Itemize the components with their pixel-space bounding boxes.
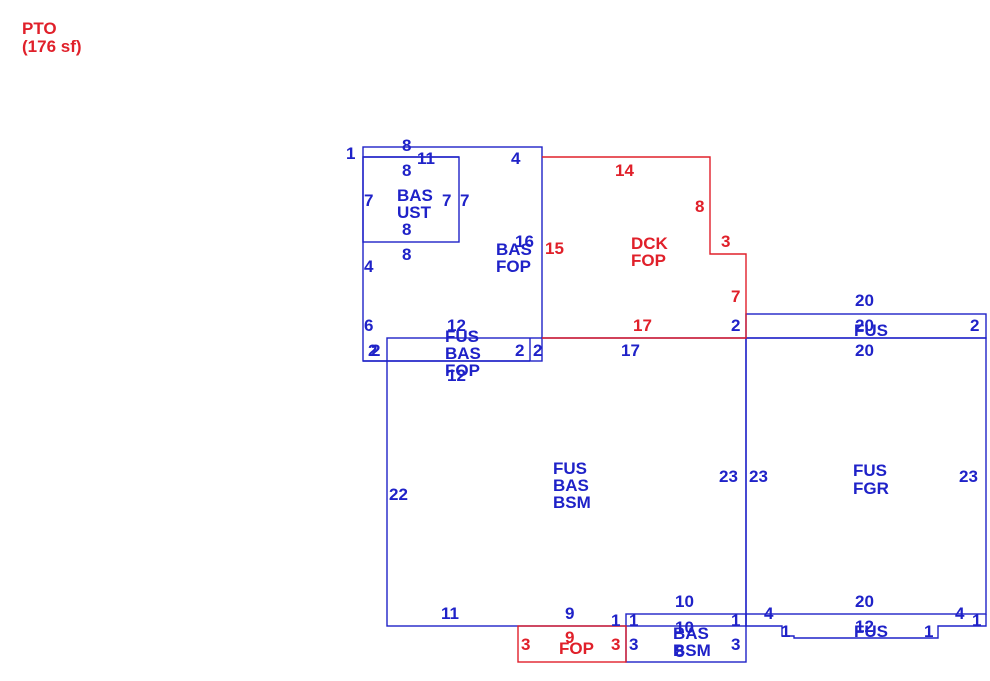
area-code: FUS: [854, 321, 888, 340]
area-code: BSM: [553, 493, 591, 512]
dim-label: 17: [633, 316, 652, 335]
area-code: FOP: [631, 251, 666, 270]
dim-label: 12: [447, 366, 466, 385]
dim-label: 2: [371, 341, 380, 360]
dim-label: 22: [389, 485, 408, 504]
dim-label: 20: [855, 592, 874, 611]
dim-label: 1: [346, 144, 355, 163]
red-outlines: [517, 156, 747, 663]
blue-dimensions: 1 8 8 11 7 7 7 8 8 4 4 16 6 12 2 2 2 2 1…: [346, 136, 981, 661]
dim-label: 23: [959, 467, 978, 486]
area-code: BAS: [553, 476, 589, 495]
dim-label: 1: [781, 622, 790, 641]
dim-label: 3: [611, 635, 620, 654]
garage-bottom-outline: [745, 614, 987, 639]
dim-label: 12: [447, 316, 466, 335]
dim-label: 23: [719, 467, 738, 486]
dim-label: 20: [855, 341, 874, 360]
dim-label: 7: [731, 287, 740, 306]
dim-label: 4: [364, 257, 374, 276]
area-code: BAS: [445, 344, 481, 363]
dim-label: 4: [511, 149, 521, 168]
dim-label: 7: [442, 191, 451, 210]
area-code: FOP: [496, 257, 531, 276]
dim-label: 2: [533, 341, 542, 360]
dim-label: 7: [364, 191, 373, 210]
area-code: FUS: [853, 461, 887, 480]
area-code: FUS: [854, 622, 888, 641]
dim-label: 11: [441, 604, 459, 623]
legend-pto: PTO (176 sf): [22, 20, 82, 56]
ust-outline: [362, 156, 460, 243]
dim-label: 3: [629, 635, 638, 654]
area-code: BAS: [397, 186, 433, 205]
dim-label: 20: [855, 291, 874, 310]
dim-label: 17: [621, 341, 640, 360]
dim-label: 3: [721, 232, 730, 251]
area-codes: BAS UST BAS FOP DCK FOP FUS BAS FOP FUS …: [397, 186, 889, 660]
dim-label: 1: [611, 611, 620, 630]
dim-label: 12: [855, 617, 874, 636]
area-code: FOP: [445, 361, 480, 380]
area-code: BSM: [673, 641, 711, 660]
dim-label: 2: [731, 316, 740, 335]
area-code: BAS: [496, 240, 532, 259]
dim-label: 1: [924, 622, 933, 641]
dim-label: 11: [417, 149, 435, 168]
dim-label: 15: [545, 239, 564, 258]
area-code: FUS: [445, 327, 479, 346]
dim-label: 8: [402, 136, 411, 155]
area-code: FUS: [553, 459, 587, 478]
garage-outline: [745, 337, 987, 615]
legend-area: (176 sf): [22, 37, 82, 56]
dim-label: 4: [955, 604, 965, 623]
area-code: BAS: [673, 624, 709, 643]
blue-outlines: [362, 146, 987, 663]
dim-label: 8: [675, 642, 684, 661]
legend-code: PTO: [22, 19, 57, 38]
dim-label: 6: [364, 316, 373, 335]
dim-label: 8: [402, 161, 411, 180]
dim-label: 8: [402, 220, 411, 239]
dim-label: 1: [629, 611, 638, 630]
dim-label: 10: [675, 618, 694, 637]
dim-label: 4: [764, 604, 774, 623]
dim-label: 2: [970, 316, 979, 335]
dim-label: 2: [515, 341, 524, 360]
dim-label: 8: [695, 197, 704, 216]
dim-label: 14: [615, 161, 634, 180]
dim-label: 3: [731, 635, 740, 654]
red-dimensions: 14 8 3 15 7 17 3 9 3: [521, 161, 740, 654]
dim-label: 23: [749, 467, 768, 486]
dim-label: 20: [855, 316, 874, 335]
dim-label: 16: [515, 232, 534, 251]
bottom-red-outline: [517, 625, 627, 663]
dim-label: 1: [972, 611, 981, 630]
area-code: UST: [397, 203, 432, 222]
dck-outline: [542, 156, 747, 339]
dim-label: 9: [565, 628, 574, 647]
dim-label: 9: [565, 604, 574, 623]
area-code: DCK: [631, 234, 669, 253]
area-code: FGR: [853, 479, 889, 498]
dim-label: 7: [460, 191, 469, 210]
dim-label: 2: [368, 341, 377, 360]
area-code: FOP: [559, 639, 594, 658]
dim-label: 8: [402, 245, 411, 264]
dim-label: 1: [731, 611, 740, 630]
dim-label: 10: [675, 592, 694, 611]
dim-label: 3: [521, 635, 530, 654]
